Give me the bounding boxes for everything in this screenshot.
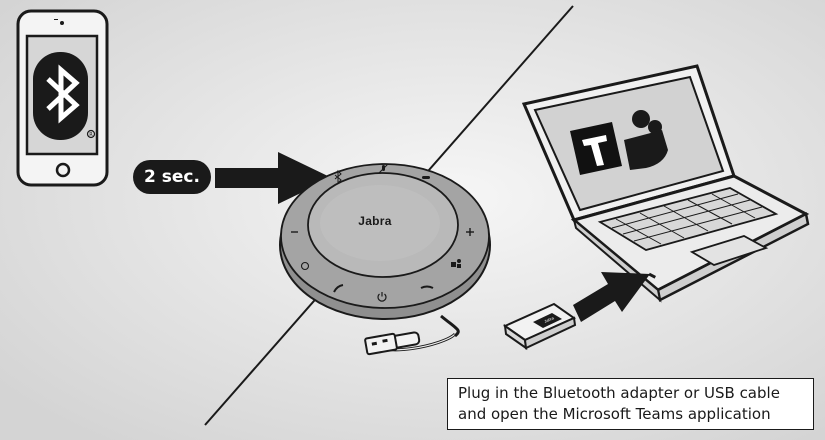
power-icon [377,292,387,302]
caption-line-2: and open the Microsoft Teams application [458,405,771,423]
svg-text:R: R [89,132,93,138]
caption-line-1: Plug in the Bluetooth adapter or USB cab… [458,384,780,402]
duration-label: 2 sec. [144,167,200,187]
microsoft-teams-icon [570,110,668,175]
mute-icon [378,163,389,174]
jabra-speaker [279,163,491,356]
bluetooth-usb-adapter: Jabra [502,302,577,351]
registered-mark-icon: R [86,129,96,139]
speaker-brand-label: Jabra [358,214,392,228]
status-led [422,176,430,179]
call-icon [333,284,344,293]
insert-arrow [573,272,650,322]
teams-button-icon [451,259,461,268]
usb-port [648,272,657,279]
instruction-caption: Plug in the Bluetooth adapter or USB cab… [447,378,814,430]
end-call-icon [420,285,434,289]
bluetooth-icon [33,52,88,140]
svg-text:Jabra: Jabra [543,315,555,324]
volume-up-icon [466,228,474,236]
usb-cable-plug [364,331,421,356]
voice-assistant-icon [300,261,310,271]
duration-badge [133,160,211,194]
smartphone: R [16,9,109,187]
bluetooth-icon [334,169,342,185]
